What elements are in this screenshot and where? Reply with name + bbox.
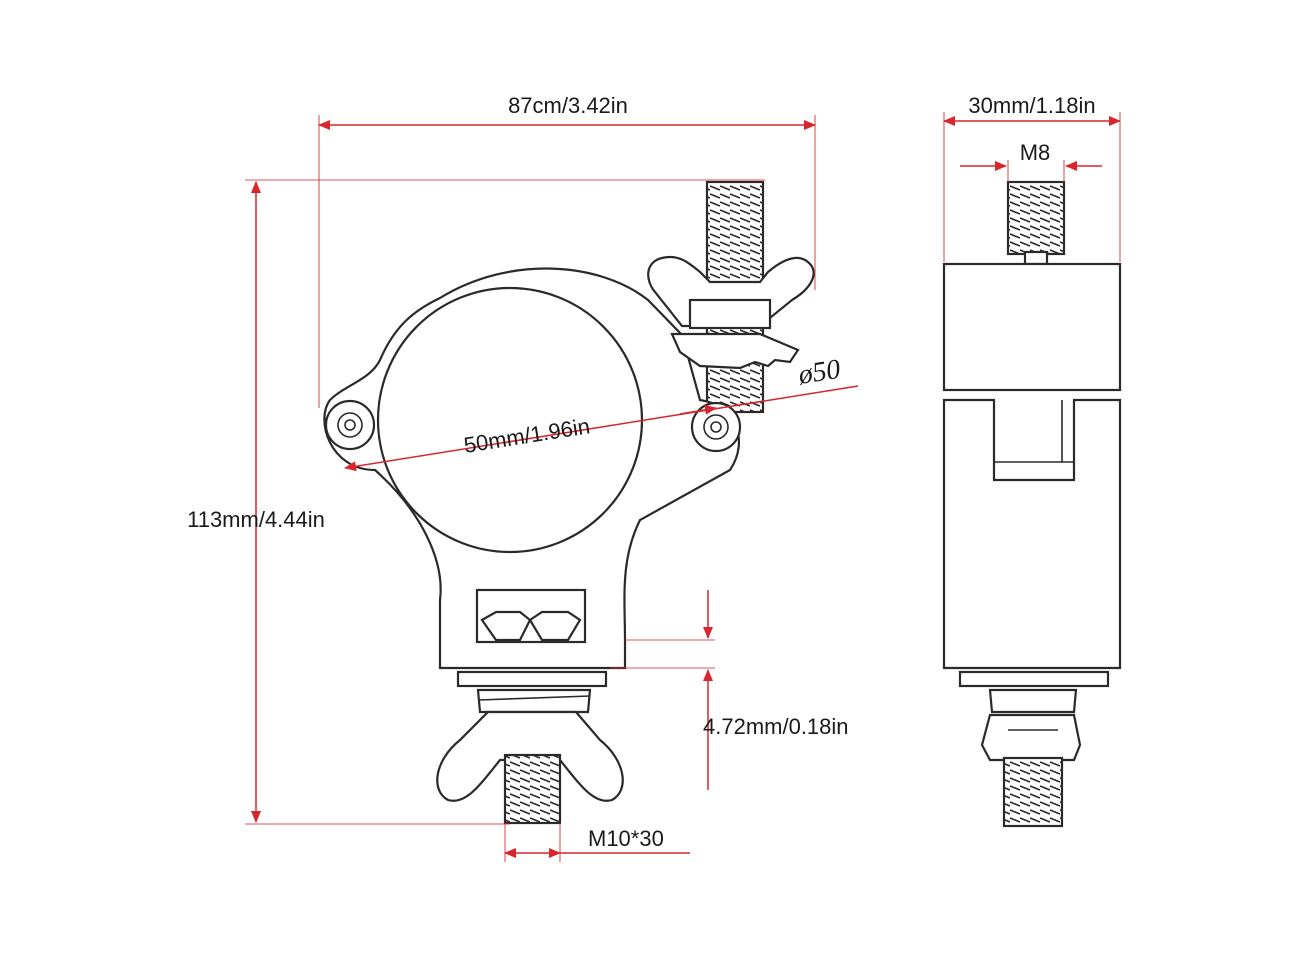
dimension-lines (245, 112, 1121, 862)
overall-width-label: 87cm/3.42in (508, 93, 628, 118)
front-view (323, 180, 815, 825)
diameter-line (344, 385, 859, 472)
right-hinge-pin (690, 401, 742, 453)
top-wing-nut (647, 255, 815, 330)
side-upper-block (942, 262, 1122, 392)
latch-plate (670, 332, 800, 370)
clamp-ring (323, 267, 740, 670)
overall-height-label: 113mm/4.44in (187, 507, 325, 532)
bottom-bolt (503, 753, 562, 825)
diameter-symbol-label: ø50 (795, 354, 842, 391)
side-lower-block (942, 398, 1122, 670)
top-bolt-label: M8 (1020, 140, 1051, 165)
side-bottom-bolt (1002, 756, 1064, 828)
washer (456, 670, 608, 714)
left-hinge-pin (324, 399, 376, 451)
side-wing-nut (980, 713, 1082, 762)
pipe-opening (376, 286, 644, 554)
side-view (942, 180, 1122, 828)
side-top-bolt (1006, 180, 1066, 266)
bottom-nut-block (475, 588, 587, 644)
washer-thickness-label: 4.72mm/0.18in (703, 714, 849, 739)
bottom-bolt-label: M10*30 (588, 826, 664, 851)
side-washer (958, 670, 1110, 714)
side-width-label: 30mm/1.18in (968, 93, 1095, 118)
